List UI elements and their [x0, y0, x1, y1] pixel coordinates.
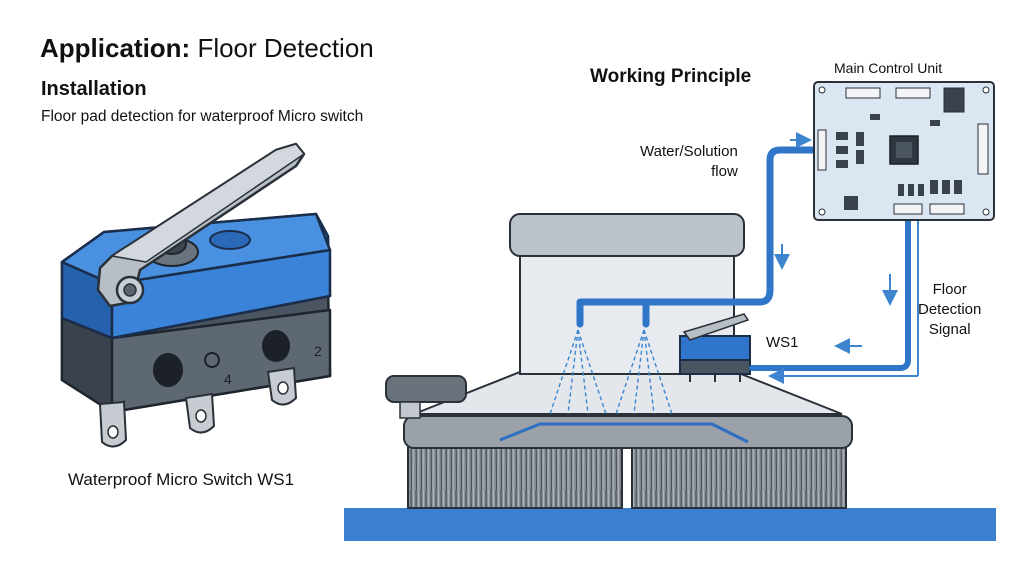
installation-description: Floor pad detection for waterproof Micro… [41, 108, 364, 125]
switch-small-circle [204, 352, 220, 368]
motor-cap [509, 213, 745, 257]
switch-terminal-left [98, 400, 128, 448]
floor-detection-line3: Signal [928, 321, 971, 338]
floor-scrubber [385, 213, 853, 509]
floor-detection-line1: Floor [932, 281, 967, 298]
water-flow-label-line1: Water/Solution [640, 143, 738, 160]
switch-terminal-middle [184, 392, 216, 434]
side-wheel [385, 375, 467, 403]
water-flow-label-line2: flow [711, 163, 738, 180]
ws1-label: WS1 [766, 334, 799, 351]
ws1-switch [679, 313, 751, 382]
floor [344, 508, 996, 541]
floor-detection-line2: Detection [918, 301, 982, 318]
brush-right [631, 439, 847, 509]
working-principle-heading: Working Principle [590, 66, 752, 87]
micro-switch-illustration: 1 4 2 [60, 142, 332, 448]
wheel-mount [399, 401, 421, 419]
ws1-lever [682, 313, 750, 341]
deck-distribution-line [499, 422, 749, 444]
signal-wire [749, 215, 911, 371]
installation-heading: Installation [41, 78, 147, 100]
switch-lever-top [111, 143, 305, 263]
page-title: Application: Floor Detection [40, 33, 374, 63]
switch-terminal-right [266, 366, 298, 406]
water-flow-label: Water/Solution flow [640, 142, 738, 182]
switch-mount-hole-right [262, 330, 290, 362]
ws1-base [679, 359, 751, 375]
main-control-unit-label: Main Control Unit [834, 60, 943, 76]
water-pipe [576, 146, 816, 328]
switch-lever-pivot-hole [123, 283, 137, 297]
terminal-mark-4: 4 [224, 371, 232, 387]
switch-caption: Waterproof Micro Switch WS1 [68, 470, 295, 489]
brush-deck [403, 415, 853, 449]
floor-detection-signal-label: Floor Detection Signal [918, 280, 981, 340]
switch-button-hole [209, 230, 251, 250]
switch-mount-hole-left [153, 353, 183, 387]
main-control-unit-board [813, 81, 995, 221]
spray-pattern [549, 329, 673, 415]
brush-left [407, 439, 623, 509]
terminal-mark-2: 2 [314, 343, 322, 359]
